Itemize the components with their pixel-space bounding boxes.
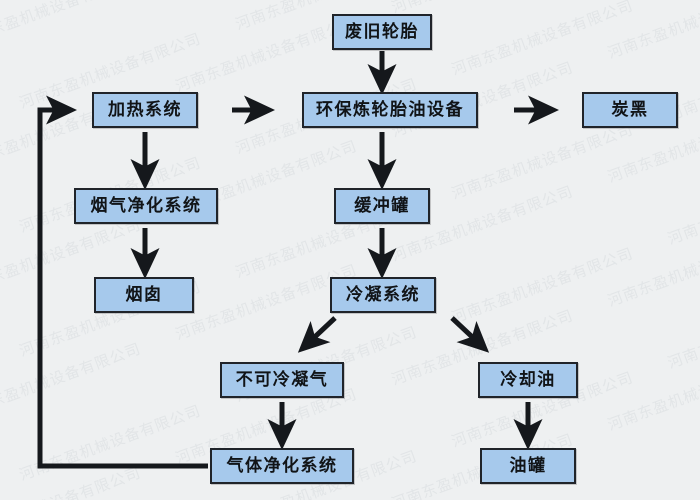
watermark-text: 河南东盈机械设备有限公司 bbox=[605, 351, 700, 435]
node-label: 不可冷凝气 bbox=[235, 369, 329, 390]
node-oil-tank[interactable]: 油罐 bbox=[480, 448, 576, 484]
watermark-row: 河南东盈机械设备有限公司河南东盈机械设备有限公司河南东盈机械设备有限公司河南东盈… bbox=[0, 0, 700, 6]
node-label: 缓冲罐 bbox=[354, 195, 410, 216]
watermark-text: 河南东盈机械设备有限公司 bbox=[0, 339, 144, 423]
connector-condensing-to-noncondensable bbox=[297, 316, 337, 353]
watermark-text: 河南东盈机械设备有限公司 bbox=[0, 462, 144, 500]
node-label: 冷凝系统 bbox=[346, 284, 420, 305]
node-condensing-system[interactable]: 冷凝系统 bbox=[330, 277, 436, 313]
node-waste-tire[interactable]: 废旧轮胎 bbox=[332, 14, 432, 50]
watermark-text: 河南东盈机械设备有限公司 bbox=[449, 244, 636, 327]
node-flue-gas-cleaning[interactable]: 烟气净化系统 bbox=[74, 188, 218, 224]
node-pyrolysis-plant[interactable]: 环保炼轮胎油设备 bbox=[302, 92, 478, 128]
watermark-text: 河南东盈机械设备有限公司 bbox=[665, 289, 700, 373]
node-label: 废旧轮胎 bbox=[345, 21, 419, 42]
watermark-text: 河南东盈机械设备有限公司 bbox=[665, 165, 700, 249]
node-label: 环保炼轮胎油设备 bbox=[316, 99, 464, 120]
watermark-text: 河南东盈机械设备有限公司 bbox=[449, 120, 636, 203]
node-label: 烟囱 bbox=[125, 284, 163, 305]
node-label: 炭黑 bbox=[611, 99, 649, 120]
node-heating-system[interactable]: 加热系统 bbox=[92, 92, 198, 128]
node-cooling-oil[interactable]: 冷却油 bbox=[478, 362, 578, 398]
node-label: 冷却油 bbox=[500, 369, 556, 390]
watermark-text: 河南东盈机械设备有限公司 bbox=[665, 0, 700, 1]
node-label: 油罐 bbox=[509, 455, 547, 476]
node-chimney[interactable]: 烟囱 bbox=[94, 277, 194, 313]
watermark-text: 河南东盈机械设备有限公司 bbox=[449, 0, 636, 79]
watermark-text: 河南东盈机械设备有限公司 bbox=[605, 227, 700, 311]
node-label: 烟气净化系统 bbox=[90, 195, 202, 216]
node-buffer-tank[interactable]: 缓冲罐 bbox=[334, 188, 430, 224]
node-non-condensable-gas[interactable]: 不可冷凝气 bbox=[220, 362, 344, 398]
node-label: 加热系统 bbox=[108, 99, 182, 120]
node-carbon-black[interactable]: 炭黑 bbox=[582, 92, 678, 128]
connector-condensing-to-cooling-oil bbox=[450, 316, 490, 353]
watermark-row: 河南东盈机械设备有限公司河南东盈机械设备有限公司河南东盈机械设备有限公司河南东盈… bbox=[0, 10, 700, 500]
watermark-text: 河南东盈机械设备有限公司 bbox=[605, 0, 700, 63]
watermark-text: 河南东盈机械设备有限公司 bbox=[0, 0, 144, 51]
watermark-text: 河南东盈机械设备有限公司 bbox=[16, 401, 204, 485]
node-label: 气体净化系统 bbox=[226, 455, 338, 476]
node-gas-purification[interactable]: 气体净化系统 bbox=[210, 448, 354, 484]
